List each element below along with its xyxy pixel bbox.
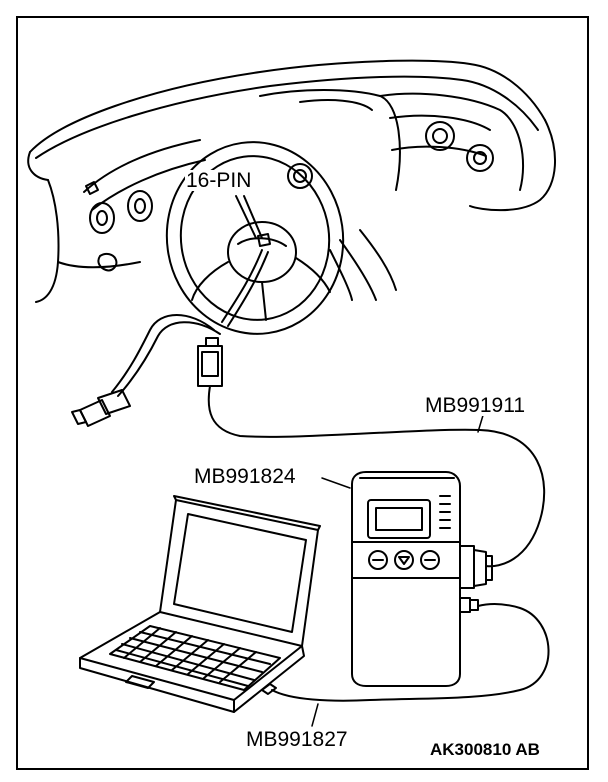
obd-cable-drawing — [71, 195, 546, 568]
cable-bottom-label: MB991827 — [245, 728, 349, 751]
steering-wheel-drawing — [165, 141, 345, 335]
interface-unit-drawing — [321, 471, 493, 687]
connector-label: 16-PIN — [185, 169, 253, 192]
interface-unit-label: MB991824 — [193, 465, 297, 488]
usb-cable-drawing — [271, 603, 550, 727]
dashboard-drawing — [27, 59, 556, 303]
laptop-drawing — [79, 495, 321, 713]
cable-top-label: MB991911 — [424, 394, 527, 417]
figure-reference: AK300810 AB — [430, 740, 540, 759]
